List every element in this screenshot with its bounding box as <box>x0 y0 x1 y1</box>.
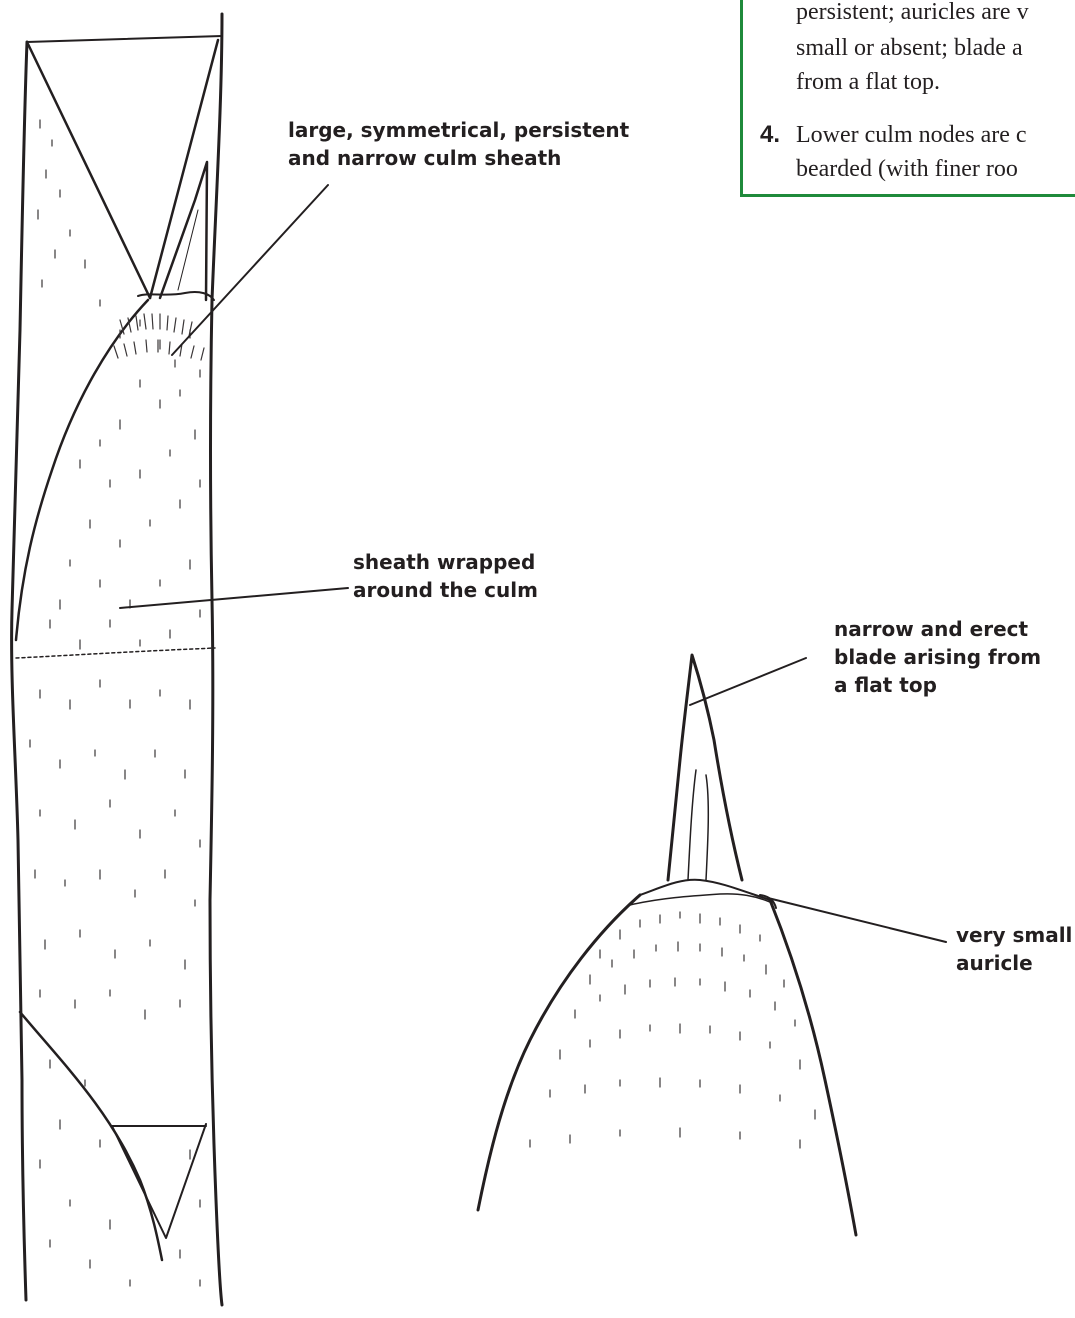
sheath-wrapped-label-line2: around the culm <box>353 576 538 604</box>
list-item-number: 4. <box>760 120 780 150</box>
description-line-3: from a flat top. <box>796 67 940 97</box>
auricle-label: very small auricle <box>956 921 1072 977</box>
description-line-2: small or absent; blade a <box>796 33 1023 63</box>
description-box: persistent; auricles are v small or abse… <box>740 0 1075 197</box>
culm-sheath-label: large, symmetrical, persistent and narro… <box>288 116 629 172</box>
sheath-wrapped-label-line1: sheath wrapped <box>353 548 538 576</box>
sheath-top-stipple <box>530 912 815 1148</box>
culm-node <box>16 648 215 658</box>
leader-culm-sheath <box>172 185 328 355</box>
leader-sheath-wrapped <box>120 588 348 608</box>
description-line-4: Lower culm nodes are c <box>796 120 1027 150</box>
culm-right-edge <box>210 14 222 1305</box>
sheath-top-drawing <box>478 655 856 1235</box>
leader-blade <box>690 658 806 705</box>
flat-top <box>640 880 770 900</box>
culm-top-edge <box>27 36 222 42</box>
culm-sheath-label-line1: large, symmetrical, persistent <box>288 116 629 144</box>
blade-label-line2: blade arising from <box>834 643 1041 671</box>
auricle-label-line2: auricle <box>956 949 1072 977</box>
sheath-outline-left <box>478 895 640 1210</box>
sheath-margin <box>16 300 148 640</box>
culm-drawing <box>12 14 222 1305</box>
blade-label: narrow and erect blade arising from a fl… <box>834 615 1041 699</box>
blade-label-line1: narrow and erect <box>834 615 1041 643</box>
description-line-5: bearded (with finer roo <box>796 154 1018 184</box>
lower-sheath-margin <box>20 1012 162 1260</box>
auricle-label-line1: very small <box>956 921 1072 949</box>
sheath-wrapped-label: sheath wrapped around the culm <box>353 548 538 604</box>
blade-label-line3: a flat top <box>834 671 1041 699</box>
description-line-1: persistent; auricles are v <box>796 0 1029 27</box>
sheath-outline-right <box>770 900 856 1235</box>
culm-sheath-label-line2: and narrow culm sheath <box>288 144 629 172</box>
culm-left-edge <box>12 42 27 1300</box>
leader-auricle <box>768 898 946 942</box>
